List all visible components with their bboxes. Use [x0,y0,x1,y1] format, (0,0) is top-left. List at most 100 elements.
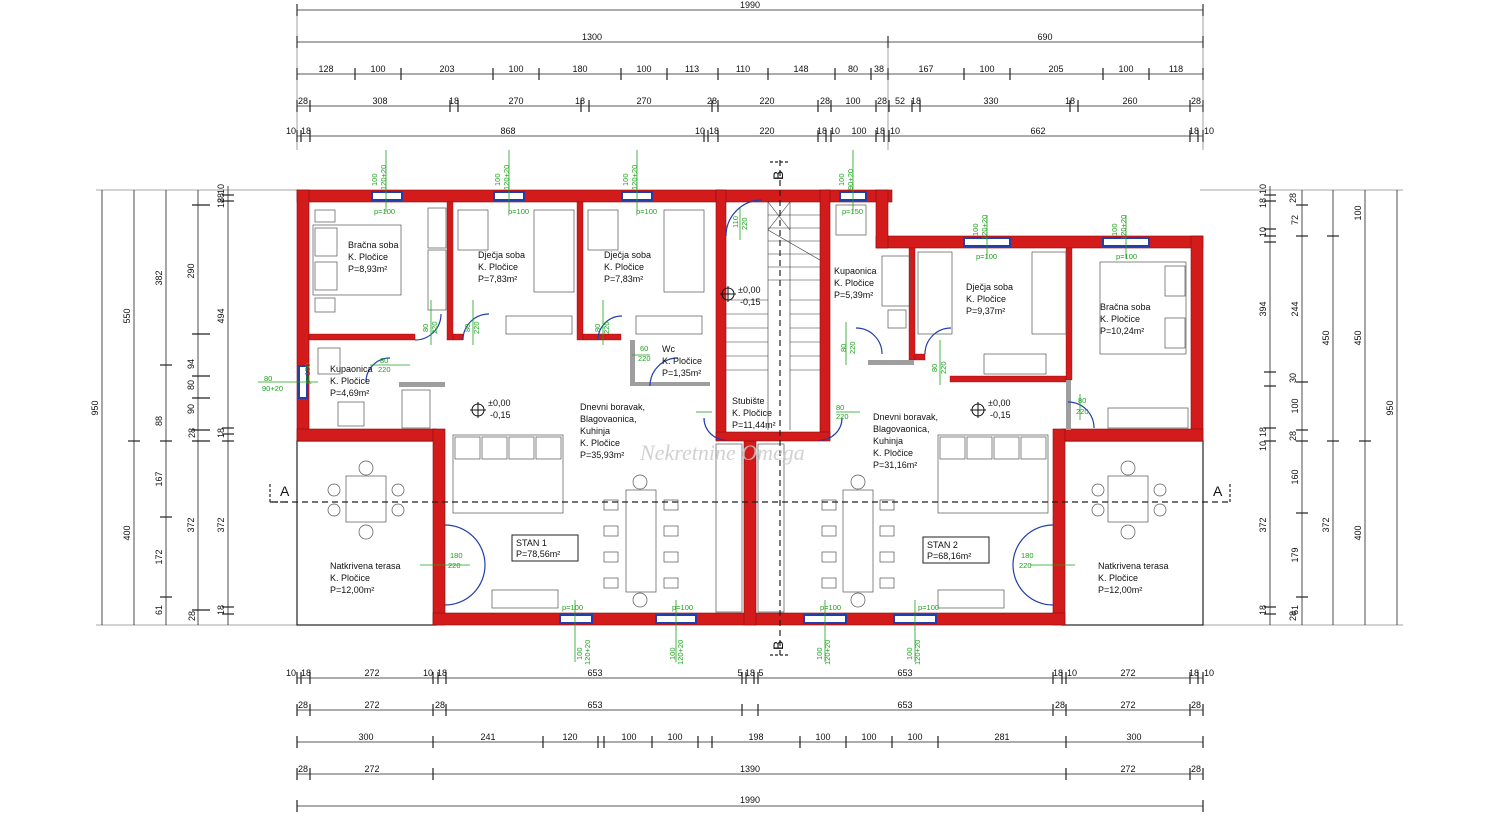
sill-height: p=150 [303,363,312,384]
window-size: 80 [264,374,272,383]
section-markers [269,161,1231,656]
svg-text:Dječja soba: Dječja soba [478,250,525,260]
dim-bottom-r2: 28 [435,700,445,710]
dim-right-c4: 100 [1290,398,1300,413]
dim-top-r5: 10 [286,126,296,136]
level-top: ±0,00 [738,285,760,295]
dim-left-c5: 28 [187,428,197,438]
dim-top-r3: 128 [318,64,333,74]
dim-bottom-r1: 653 [587,668,602,678]
door-size: 180 [1021,551,1034,560]
sill-height: p=150 [842,207,863,216]
dim-right-c3: 100 [1353,205,1363,220]
opening-marks [258,150,1127,662]
dim-right-c4: 179 [1290,547,1300,562]
opening-labels: 100 120+20 p=100 100 120+20 p=100 100 12… [262,165,1137,665]
svg-text:P=11,44m²: P=11,44m² [732,420,776,430]
dim-top-r4: 18 [449,96,459,106]
dim-right-c5: 10 [1258,441,1268,451]
bottom-dimension-labels: 10 18 272 10 18 653 5 18 5 653 18 10 272… [286,668,1214,805]
top-dimensions [297,9,1203,137]
sill-height: p=100 [374,207,395,216]
window-size: 90+20 [262,384,283,393]
dim-top-r4: 270 [636,96,651,106]
door-size: 80 [380,356,388,365]
dim-left-c1: 950 [90,400,100,415]
dim-top-r5: 18 [709,126,719,136]
dim-top-r2: 690 [1037,32,1052,42]
furniture [312,204,1189,613]
svg-text:K. Pločice: K. Pločice [604,262,644,272]
svg-text:Blagovaonica,: Blagovaonica, [873,424,930,434]
dim-left-c3: 167 [154,471,164,486]
door-size: 220 [430,321,439,334]
dim-right-c3: 450 [1321,330,1331,345]
chairs [327,460,1167,608]
dim-top-r3: 110 [736,64,750,74]
door-size: 180 [450,551,463,560]
svg-text:K. Pločice: K. Pločice [966,294,1006,304]
door-size: 220 [378,365,391,374]
dim-right-c5: 30 [1288,373,1298,383]
window-size: 120+20 [980,215,989,240]
dim-left-c5: 372 [216,517,226,532]
sill-height: p=100 [976,252,997,261]
dim-top-r2: 1300 [582,32,602,42]
dim-right-c2: 400 [1353,525,1363,540]
window-size: 90+20 [846,169,855,190]
dim-bottom-r4: 1390 [740,764,760,774]
apartment-boxes: STAN 1 P=78,56m² STAN 2 P=68,16m² [511,534,990,564]
bottom-dimension-ticks [296,672,1204,812]
dim-top-r3: 118 [1169,64,1183,74]
right-dimensions [1200,186,1403,626]
dim-right-c5: 18 [1258,198,1268,208]
door-size: 60 [640,344,648,353]
dim-top-r5: 10 [890,126,900,136]
window-size: 100 [621,173,630,186]
dim-right-c3: 372 [1321,517,1331,532]
window-size: 120+20 [379,165,388,190]
svg-text:K. Pločice: K. Pločice [330,573,370,583]
apartment-2-name: STAN 2 [927,540,958,550]
dim-top-r3: 38 [874,64,884,74]
double-bed [312,224,402,296]
dim-bottom-r3: 198 [748,732,763,742]
dim-bottom-r2: 28 [298,700,308,710]
dim-left-c5: 28 [187,611,197,621]
bottom-dimensions [297,677,1203,807]
door-size: 80 [593,324,602,332]
dim-right-c5: 10 [1258,184,1268,194]
svg-text:K. Pločice: K. Pločice [834,278,874,288]
svg-text:P=12,00m²: P=12,00m² [330,585,374,595]
dim-left-c4: 80 [186,380,196,390]
svg-text:K. Pločice: K. Pločice [1098,573,1138,583]
window-size: 100 [370,173,379,186]
dim-top-r3: 100 [508,64,523,74]
dim-left-c5: 10 [216,184,226,194]
dim-bottom-r3: 120 [562,732,577,742]
dim-left-c4: 290 [186,263,196,278]
sill-height: p=100 [820,603,841,612]
svg-text:K. Pločice: K. Pločice [330,376,370,386]
window-size: 120+20 [502,165,511,190]
door-size: 80 [1078,396,1086,405]
svg-text:Wc: Wc [662,344,675,354]
dim-top-r5: 18 [875,126,885,136]
svg-text:K. Pločice: K. Pločice [732,408,772,418]
window-size: 120+20 [823,640,832,665]
svg-text:Dječja soba: Dječja soba [604,250,651,260]
dim-top-r4: 308 [372,96,387,106]
dim-left-c4: 372 [186,517,196,532]
svg-text:Dnevni boravak,: Dnevni boravak, [873,412,938,422]
dim-left-c2: 550 [122,308,132,323]
dim-top-r4: 28 [1191,96,1201,106]
dim-bottom-r3: 300 [1126,732,1141,742]
window-size: 120+20 [1119,215,1128,240]
